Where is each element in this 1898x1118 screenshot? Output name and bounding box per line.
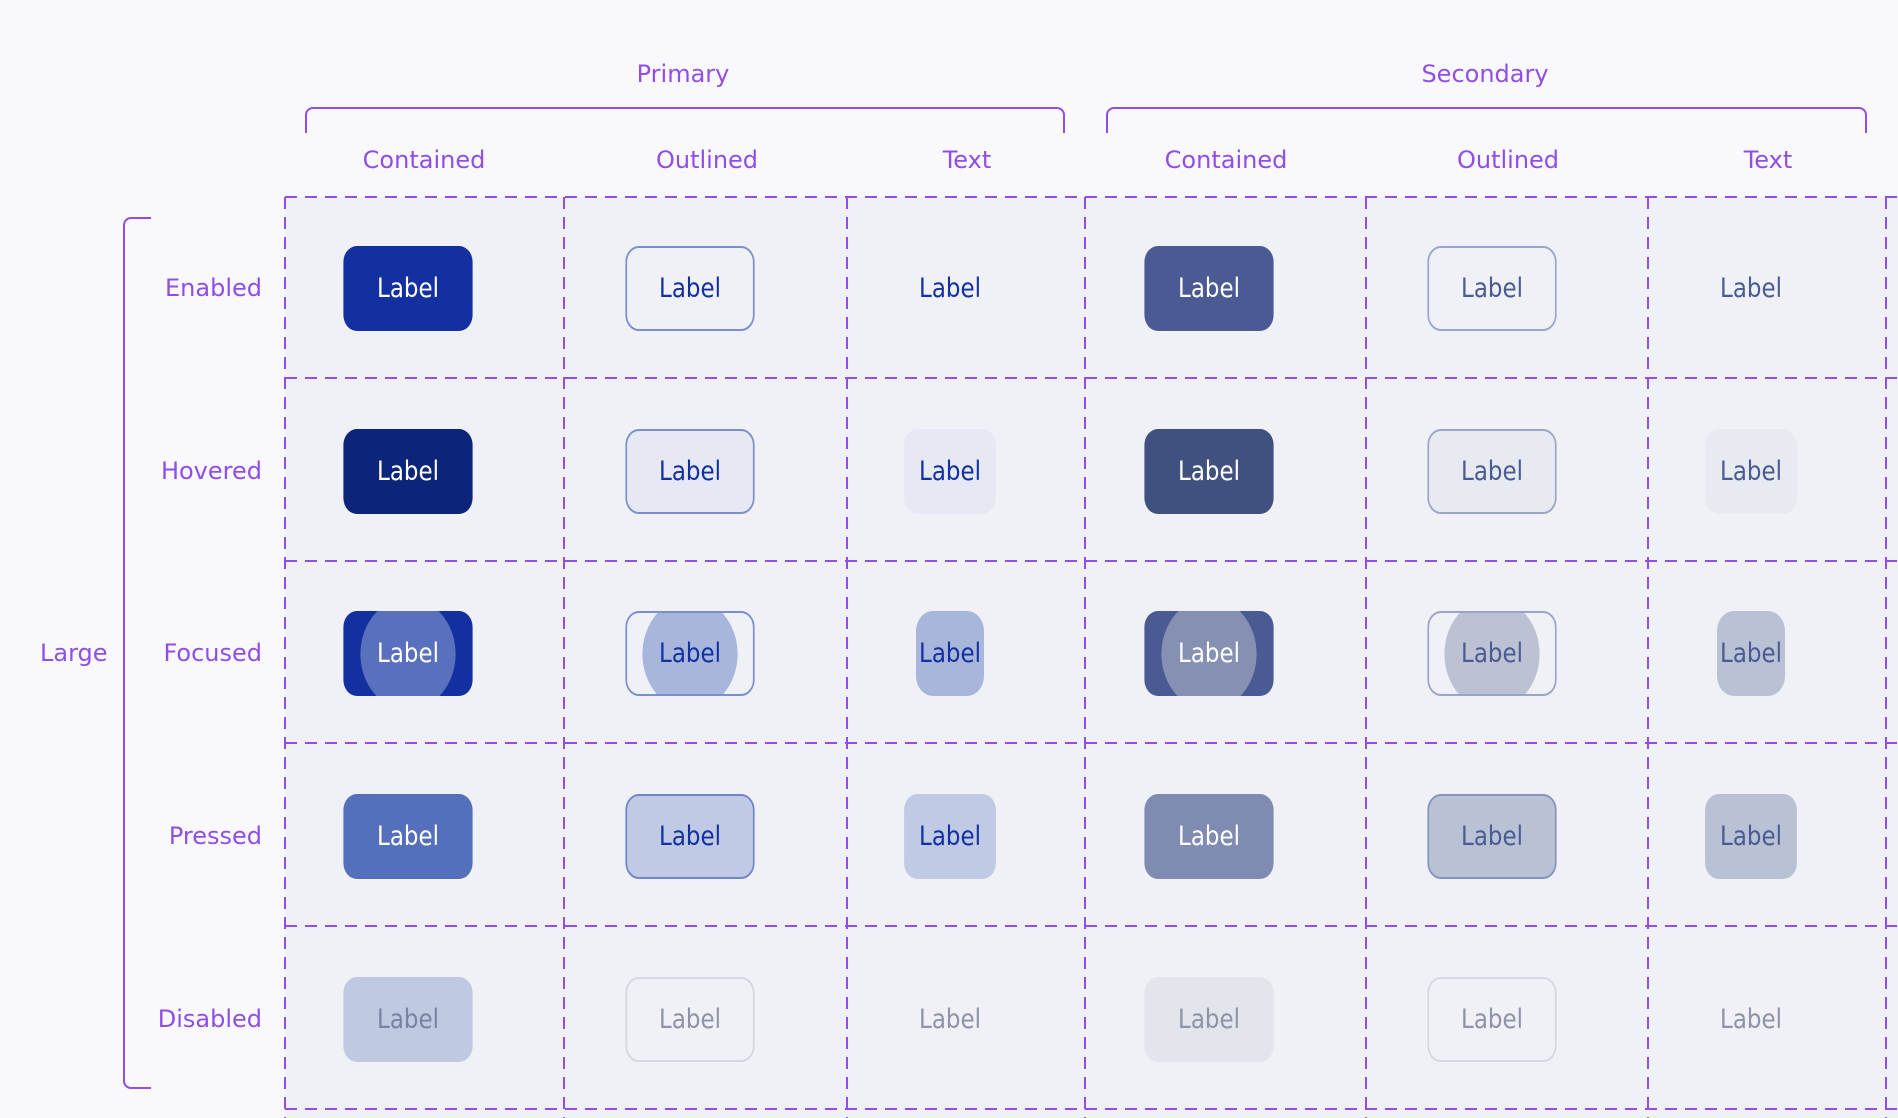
- button-label: Label: [919, 1004, 981, 1035]
- row-label-focused: Focused: [163, 639, 262, 667]
- button-label: Label: [1720, 456, 1782, 487]
- column-label-primary-text: Text: [942, 146, 992, 174]
- button-label: Label: [919, 273, 981, 304]
- secondary-contained-button-enabled[interactable]: Label: [1144, 246, 1274, 331]
- button-label: Label: [377, 456, 439, 487]
- secondary-contained-button-focused[interactable]: Label: [1144, 611, 1274, 696]
- primary-text-button-hovered[interactable]: Label: [904, 429, 996, 514]
- button-label: Label: [659, 456, 721, 487]
- primary-outlined-button-pressed[interactable]: Label: [625, 794, 755, 879]
- button-label: Label: [919, 821, 981, 852]
- primary-text-button-disabled[interactable]: Label: [904, 977, 996, 1062]
- button-label: Label: [1178, 1004, 1240, 1035]
- button-label: Label: [1461, 273, 1523, 304]
- button-label: Label: [1461, 1004, 1523, 1035]
- button-label: Label: [1178, 273, 1240, 304]
- button-label: Label: [919, 456, 981, 487]
- button-label: Label: [1720, 1004, 1782, 1035]
- button-label: Label: [1461, 638, 1523, 669]
- secondary-outlined-button-focused[interactable]: Label: [1427, 611, 1557, 696]
- button-label: Label: [377, 273, 439, 304]
- button-label: Label: [377, 821, 439, 852]
- secondary-outlined-button-hovered[interactable]: Label: [1427, 429, 1557, 514]
- button-label: Label: [919, 638, 981, 669]
- secondary-text-button-focused[interactable]: Label: [1717, 611, 1785, 696]
- button-label: Label: [377, 638, 439, 669]
- focus-ripple: [1161, 611, 1257, 696]
- secondary-outlined-button-enabled[interactable]: Label: [1427, 246, 1557, 331]
- button-label: Label: [659, 273, 721, 304]
- column-label-primary-contained: Contained: [362, 146, 486, 174]
- row-label-enabled: Enabled: [165, 274, 262, 302]
- button-label: Label: [377, 1004, 439, 1035]
- row-label-hovered: Hovered: [160, 457, 262, 485]
- primary-outlined-button-focused[interactable]: Label: [625, 611, 755, 696]
- secondary-bracket: [1106, 107, 1867, 133]
- secondary-contained-button-pressed[interactable]: Label: [1144, 794, 1274, 879]
- button-label: Label: [659, 1004, 721, 1035]
- secondary-outlined-button-disabled[interactable]: Label: [1427, 977, 1557, 1062]
- column-label-primary-outlined: Outlined: [655, 146, 759, 174]
- focus-ripple: [642, 613, 738, 694]
- button-label: Label: [1720, 638, 1782, 669]
- secondary-text-button-disabled[interactable]: Label: [1705, 977, 1797, 1062]
- size-bracket: [123, 217, 151, 1089]
- group-label-primary: Primary: [636, 60, 730, 88]
- column-label-secondary-text: Text: [1743, 146, 1793, 174]
- primary-text-button-pressed[interactable]: Label: [904, 794, 996, 879]
- button-label: Label: [1461, 821, 1523, 852]
- button-label: Label: [1720, 821, 1782, 852]
- state-matrix-background: [285, 197, 1898, 1118]
- primary-text-button-enabled[interactable]: Label: [904, 246, 996, 331]
- primary-outlined-button-hovered[interactable]: Label: [625, 429, 755, 514]
- primary-text-button-focused[interactable]: Label: [916, 611, 984, 696]
- focus-ripple: [1444, 613, 1540, 694]
- primary-contained-button-disabled[interactable]: Label: [343, 977, 473, 1062]
- secondary-text-button-hovered[interactable]: Label: [1705, 429, 1797, 514]
- primary-contained-button-enabled[interactable]: Label: [343, 246, 473, 331]
- button-label: Label: [1178, 821, 1240, 852]
- secondary-text-button-enabled[interactable]: Label: [1705, 246, 1797, 331]
- row-label-pressed: Pressed: [168, 822, 262, 850]
- button-label: Label: [659, 638, 721, 669]
- button-label: Label: [1178, 456, 1240, 487]
- button-label: Label: [1461, 456, 1523, 487]
- group-label-secondary: Secondary: [1421, 60, 1549, 88]
- primary-contained-button-pressed[interactable]: Label: [343, 794, 473, 879]
- button-label: Label: [659, 821, 721, 852]
- secondary-contained-button-hovered[interactable]: Label: [1144, 429, 1274, 514]
- button-label: Label: [1178, 638, 1240, 669]
- primary-outlined-button-disabled[interactable]: Label: [625, 977, 755, 1062]
- row-label-disabled: Disabled: [157, 1005, 262, 1033]
- size-label-large: Large: [40, 639, 108, 667]
- primary-contained-button-hovered[interactable]: Label: [343, 429, 473, 514]
- secondary-text-button-pressed[interactable]: Label: [1705, 794, 1797, 879]
- secondary-contained-button-disabled[interactable]: Label: [1144, 977, 1274, 1062]
- primary-contained-button-focused[interactable]: Label: [343, 611, 473, 696]
- column-label-secondary-contained: Contained: [1164, 146, 1288, 174]
- secondary-outlined-button-pressed[interactable]: Label: [1427, 794, 1557, 879]
- focus-ripple: [360, 611, 456, 696]
- focus-ripple: [916, 611, 984, 696]
- primary-outlined-button-enabled[interactable]: Label: [625, 246, 755, 331]
- primary-bracket: [305, 107, 1065, 133]
- focus-ripple: [1717, 611, 1785, 696]
- column-label-secondary-outlined: Outlined: [1456, 146, 1560, 174]
- button-label: Label: [1720, 273, 1782, 304]
